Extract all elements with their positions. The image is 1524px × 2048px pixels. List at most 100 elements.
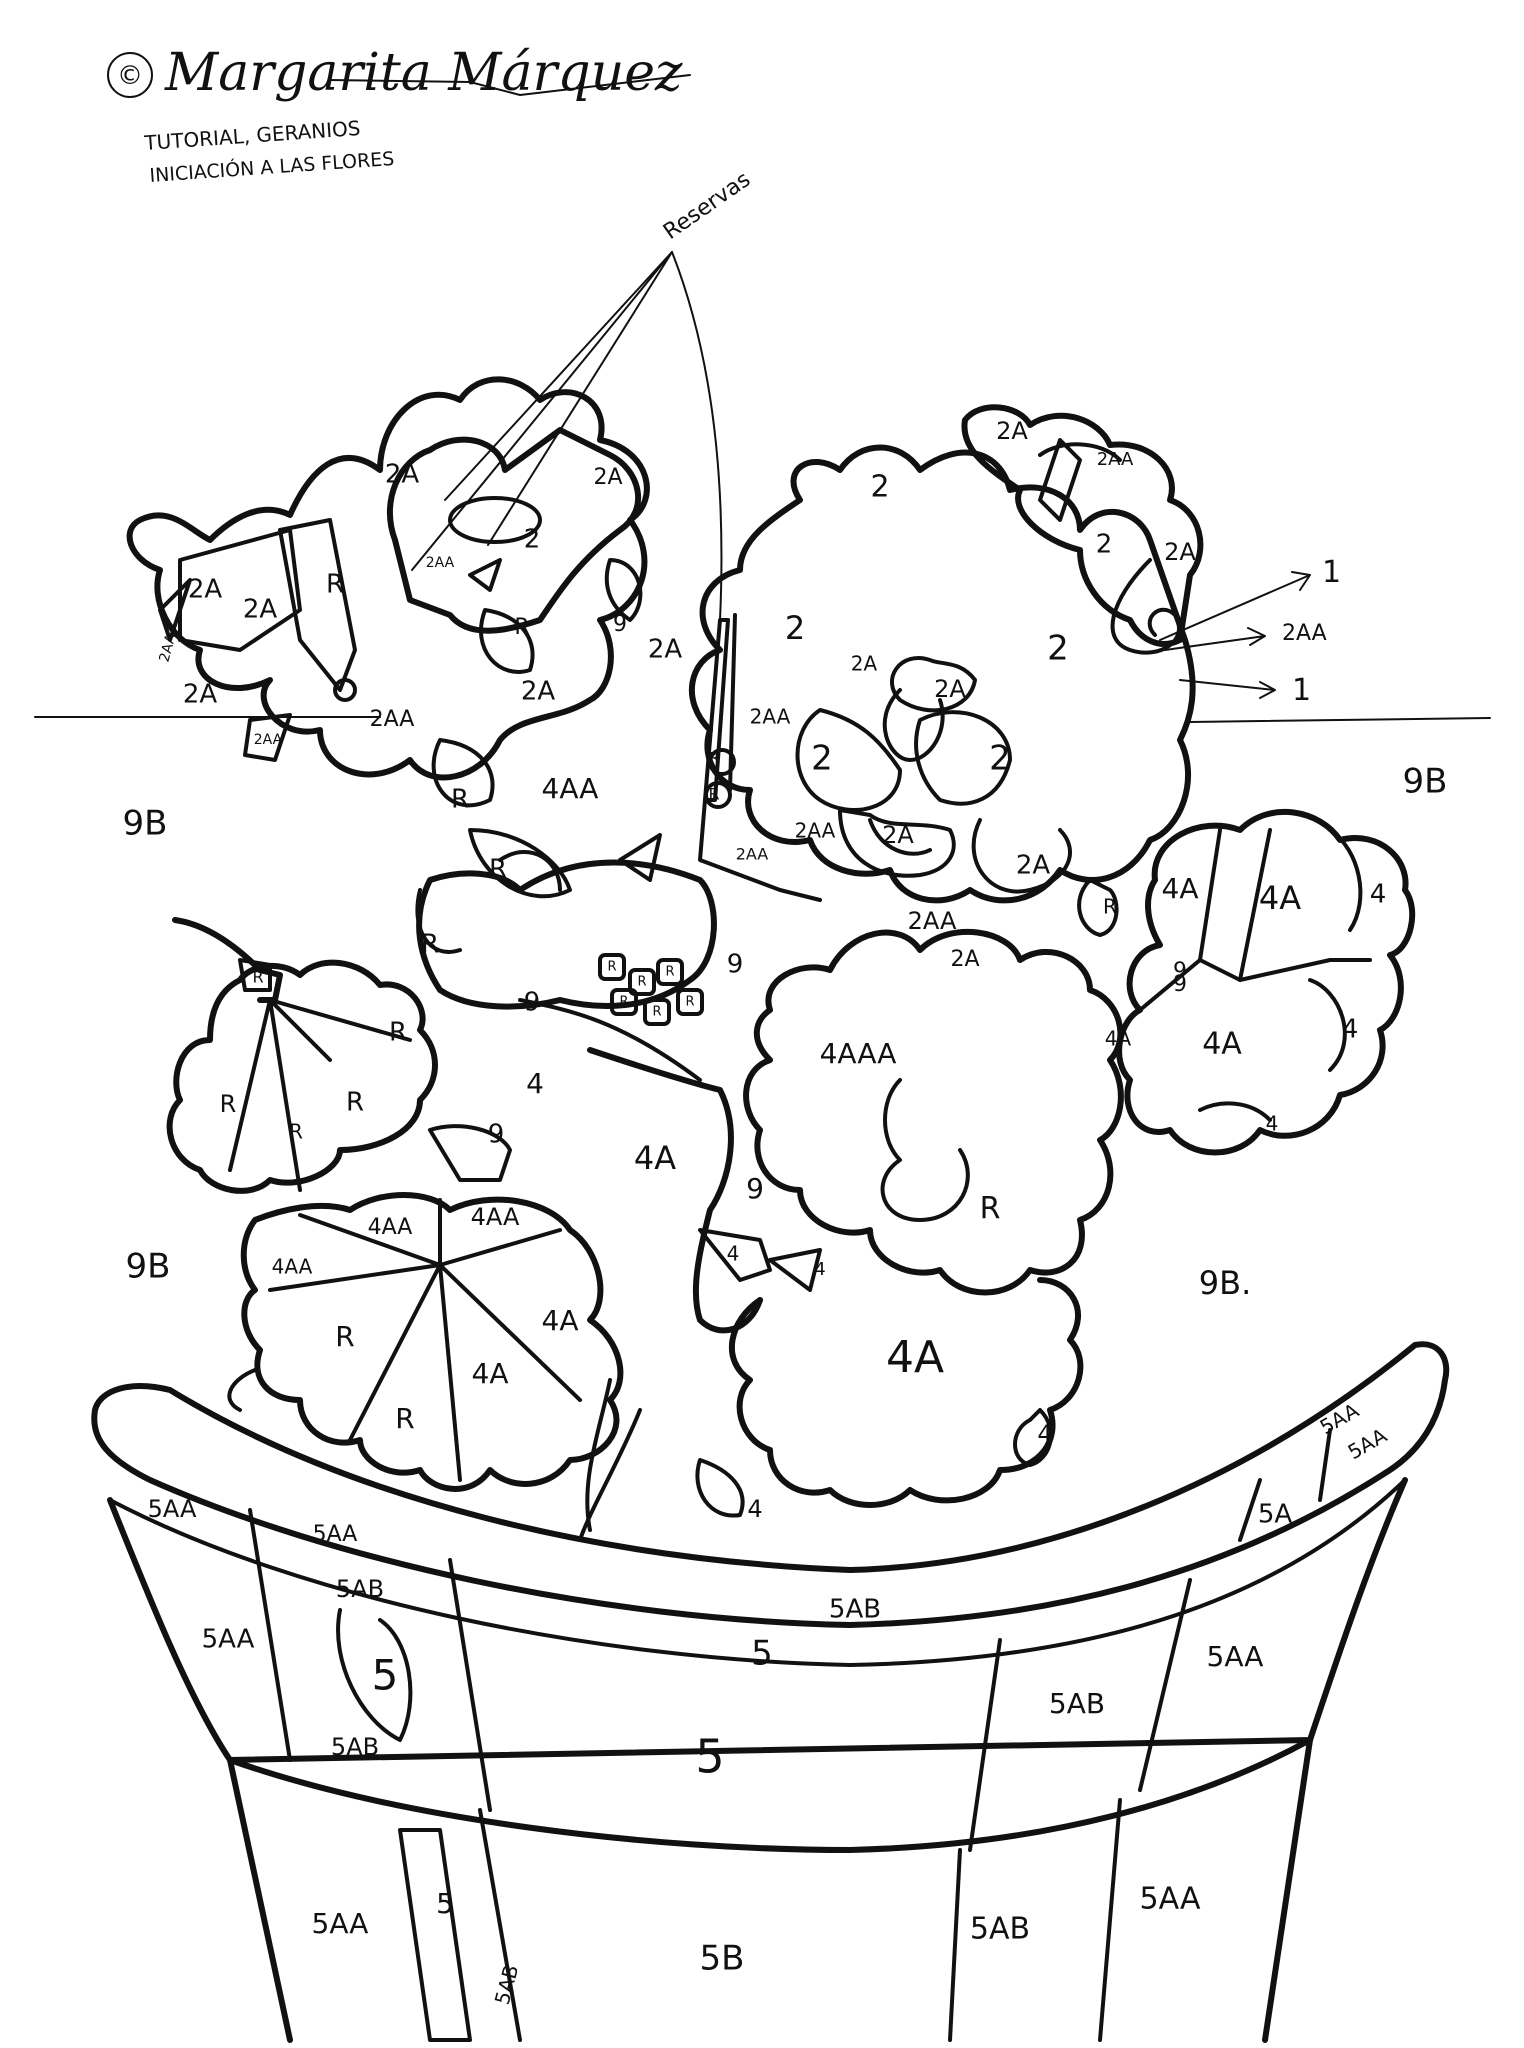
label-rf-4-c: 4 [1266,1112,1279,1136]
label-pot-5aa-g: 5AA [312,1907,369,1940]
label-ml-4-a: 4 [526,1067,544,1100]
label-pot-5aa-a: 5AA [148,1495,197,1523]
label-bl-4aa-a: 4AA [368,1215,413,1240]
label-lf-2aa-b: 2AA [254,732,283,748]
arrow-to-2aa [1164,627,1266,651]
reserva-highlight-2 [468,558,502,592]
arrow-label-2aa: 2AA [1282,621,1327,646]
center-big-flower [578,928,1124,1542]
label-lf-9-a: 9 [613,612,627,637]
left-leaf-vein-section [278,518,357,692]
label-ml-r-i: R [619,995,628,1010]
label-rf-4-b: 4 [1342,1015,1359,1045]
label-ml-r-a: R [252,968,263,987]
label-lf-4aa-a: 4AA [542,772,599,805]
label-lf-2-a: 2 [524,525,541,555]
right-top-divider [1038,438,1082,522]
label-9b-left-mid: 9B [126,1247,171,1287]
label-pot-5-c: 5 [695,1730,724,1784]
pot-lower-stave-c [1098,1798,1122,2042]
label-9b-right-mid: 9B. [1199,1264,1251,1302]
label-rf-2-d: 2 [1047,629,1069,669]
label-rf-2aa-b: 2AA [750,705,791,729]
middle-left-leaves [166,859,717,1194]
right-cluster-outline [689,444,1196,904]
label-c-4aaa: 4AAA [820,1037,897,1070]
label-rf-r-c: R [1103,895,1117,919]
stem-9-patch [618,833,662,882]
label-bl-r-b: R [395,1402,414,1435]
label-rf-2aa-e: 2AA [736,845,769,864]
label-lf-2aa-c: 2AA [426,555,455,571]
middle-left-leaf [166,959,438,1194]
label-lf-r-d: R [489,855,507,885]
bottom-left-leaf [227,1192,624,1532]
label-rf-2aa-c: 2AA [795,819,836,843]
table-edge-right [1189,717,1491,723]
bud-r-a [598,953,626,981]
pot-rim-inner [108,1478,1407,1667]
bottom-4-petal [695,1458,745,1518]
label-pot-5-a: 5 [372,1651,399,1700]
left-leaf-section [178,528,302,652]
label-pot-5ab-b: 5AB [829,1595,881,1625]
label-ml-r-c: R [220,1090,237,1118]
label-rf-r-b: R [708,785,719,804]
small-2aa-patch-b [243,713,292,762]
label-rf-2-e: 2 [811,739,833,779]
label-pot-5aa-e: 5AA [202,1625,255,1655]
label-pot-5ab-d: 5AB [1049,1687,1105,1720]
label-rf-2a-e: 2A [934,675,966,703]
pot-lower-stave-b [948,1848,962,2042]
label-bl-4aa-b: 4AA [471,1203,520,1231]
label-rf-2-f: 2 [989,739,1011,779]
label-c-r-a: R [980,1192,1001,1227]
lower-curl [498,849,562,892]
small-9-patch-left [428,1124,512,1182]
label-ml-9-a: 9 [524,988,541,1018]
right-flower-cluster [689,404,1204,937]
label-c-4a-b: 4A [886,1332,944,1383]
label-rf-2a-a: 2A [996,417,1028,445]
region-labels: 9B 9B 9B 9B. 2A 2A 2A 2AA 2AA R 2A 2A 2A… [123,417,1448,2007]
reservas-label: Reservas [659,167,755,245]
label-rf-r-a: R [708,749,719,768]
left-flower-petal-group [387,427,641,634]
label-bl-4aa-c: 4AA [272,1255,313,1279]
big-4a-flower [729,1277,1084,1508]
lower-right-divider-b [1138,958,1372,1012]
pot-highlight-5 [336,1608,413,1742]
label-rf-9-a: 9 [1173,959,1187,984]
label-bl-4a-b: 4A [472,1357,509,1390]
copyright-symbol: © [117,61,143,91]
leaf-stem-left [227,1368,257,1412]
copyright-circle [107,52,153,98]
pot-lower-stripe [398,1828,472,2042]
r-stem-petal [415,888,462,954]
reservas-pointer-3 [671,251,723,621]
pot-stave-b [448,1558,492,1812]
center-4aaa-flower [743,928,1124,1296]
reserva-highlight-1 [448,496,542,544]
label-pot-5-d: 5 [436,1887,454,1920]
reservas-pointer-2 [487,251,673,546]
label-rf-2a-c: 2A [648,635,683,665]
label-9b-right-top: 9B [1403,762,1448,802]
label-pot-5ab-e: 5AB [490,1962,524,2007]
arrow-label-1-bottom: 1 [1292,673,1311,708]
leaf-center [333,678,357,702]
r-petal-left-flower [479,608,535,674]
center-4-patch-b [768,1248,822,1292]
label-lf-2a-b: 2A [243,595,278,625]
label-bl-4a-a: 4A [542,1304,579,1337]
leaf-stem-top [172,917,283,1003]
label-c-9-a: 9 [746,1172,764,1205]
label-pot-5ab-c: 5AB [331,1733,379,1761]
arrow-label-1-top: 1 [1322,555,1341,590]
pot-stave-c [968,1638,1002,1852]
label-lf-2a-e: 2A [593,465,622,490]
artist-signature: Margarita Márquez [164,43,683,103]
left-cluster-outline [126,376,650,781]
label-ml-r-e: R [346,1088,364,1118]
